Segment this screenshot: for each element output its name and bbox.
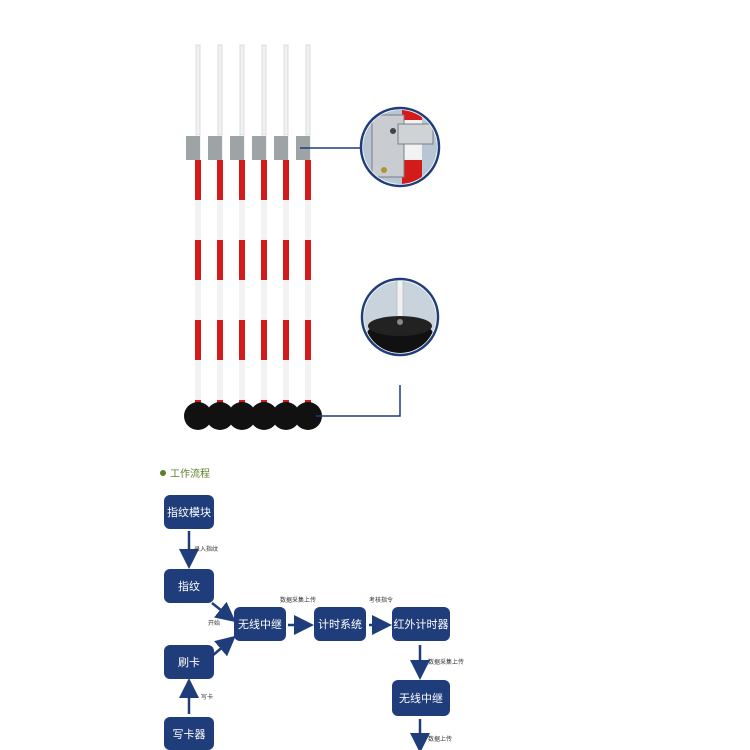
svg-text:指纹模块: 指纹模块 [167, 505, 211, 519]
flow-arrows [179, 531, 430, 750]
timing-pole [206, 44, 234, 430]
timing-poles [184, 44, 322, 430]
flow-box-card-writer: 写卡器 [164, 717, 214, 750]
svg-text:红外计时器: 红外计时器 [394, 618, 449, 631]
flow-box-infrared-timer: 红外计时器 [392, 607, 450, 641]
svg-text:计时系统: 计时系统 [318, 618, 362, 631]
svg-text:写卡器: 写卡器 [173, 728, 206, 741]
svg-text:刷卡: 刷卡 [178, 656, 200, 669]
edge-label-enroll: 录入指纹 [194, 545, 218, 553]
timing-pole [184, 44, 212, 430]
page-title: 工作流程 [170, 467, 210, 480]
edge-label-start: 开始 [208, 619, 220, 627]
flow-box-fingerprint-module: 指纹模块 [164, 495, 214, 529]
flow-box-timing-system: 计时系统 [314, 607, 366, 641]
edge-label-test-command: 考核指令 [369, 596, 393, 604]
detail-connectors [300, 147, 401, 417]
edge-label-data-upload-1: 数据采集上传 [280, 596, 316, 604]
section-title: 工作流程 [160, 467, 210, 480]
flow-box-wireless-relay-2: 无线中继 [392, 680, 450, 716]
base-detail-icon [360, 277, 440, 357]
title-bullet [160, 470, 166, 476]
edge-label-data-upload-2: 数据采集上传 [428, 658, 464, 666]
timing-pole [272, 44, 300, 430]
edge-label-data-upload-3: 数据上传 [428, 735, 452, 743]
timing-pole [250, 44, 278, 430]
svg-text:无线中继: 无线中继 [238, 617, 282, 631]
bracket-detail-icon [359, 106, 441, 188]
flow-box-fingerprint: 指纹 [164, 569, 214, 603]
svg-text:无线中继: 无线中继 [399, 691, 443, 705]
svg-text:指纹: 指纹 [178, 579, 200, 593]
timing-pole [294, 44, 322, 430]
flow-box-swipe-card: 刷卡 [164, 645, 214, 679]
timing-pole [228, 44, 256, 430]
flow-box-wireless-relay-1: 无线中继 [234, 607, 286, 641]
edge-label-write-card: 写卡 [201, 693, 213, 701]
